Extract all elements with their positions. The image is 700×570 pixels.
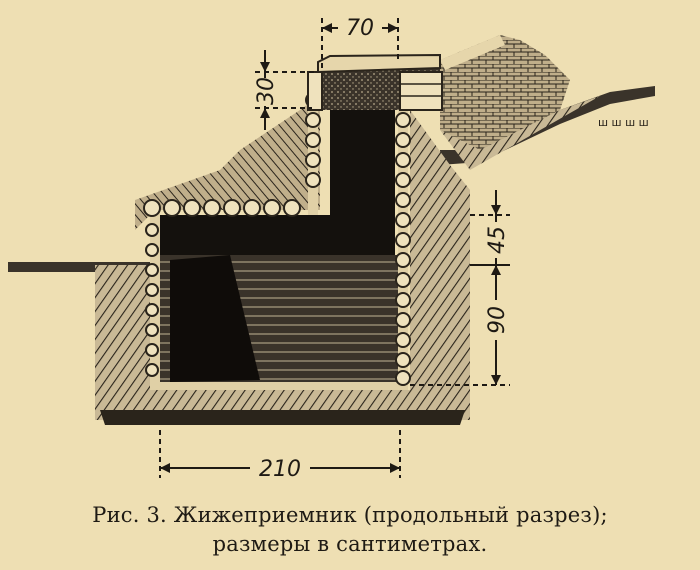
dim-label-base-width: 210: [259, 457, 301, 482]
dim-label-upper-height: 45: [485, 226, 510, 254]
cesspit-section-diagram: ш ш ш ш: [8, 14, 655, 482]
pit-chamber: [155, 110, 405, 385]
dim-label-roof-thickness: 30: [254, 77, 279, 105]
svg-text:ш ш ш ш: ш ш ш ш: [598, 116, 649, 129]
roof-mound: [440, 35, 600, 170]
figure-caption-line-2: размеры в сантиметрах.: [212, 532, 488, 556]
roof-cover: [307, 53, 443, 111]
pit-earth-fill: [95, 95, 470, 425]
figure-caption-line-1: Рис. 3. Жижеприемник (продольный разрез)…: [92, 503, 608, 527]
dim-label-lower-height: 90: [485, 306, 510, 334]
dim-label-top-width: 70: [346, 16, 374, 41]
dimension-lines: [159, 18, 510, 478]
log-row-horizontal: [143, 199, 301, 217]
